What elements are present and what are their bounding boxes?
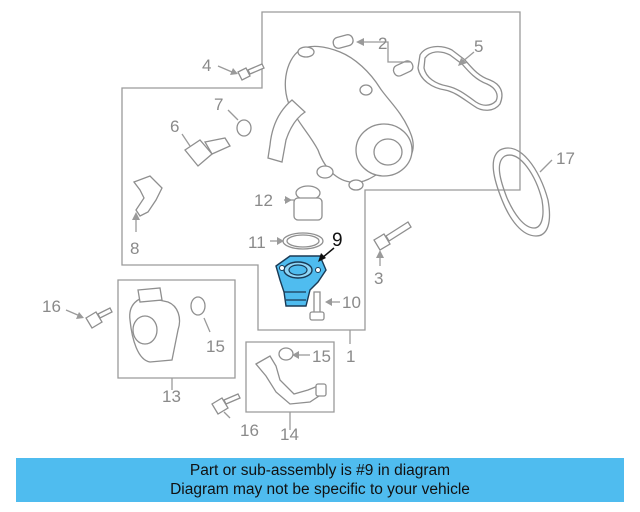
callout-17: 17 xyxy=(556,149,575,168)
part-16-bolt-a xyxy=(65,307,113,329)
part-11-oring xyxy=(270,232,324,250)
part-7-oring xyxy=(227,109,252,137)
part-17-belt xyxy=(492,147,553,237)
part-8-clip xyxy=(132,175,163,232)
callout-16a: 16 xyxy=(42,297,61,316)
info-banner: Part or sub-assembly is #9 in diagram Di… xyxy=(16,458,624,502)
water-pump-housing xyxy=(267,45,414,191)
callout-15b: 15 xyxy=(312,347,331,366)
part-13-housing xyxy=(129,287,181,390)
part-4-bolt xyxy=(217,63,265,81)
part-15-oring-b xyxy=(278,347,310,361)
callout-16b: 16 xyxy=(240,421,259,440)
part-12-thermostat xyxy=(284,185,323,221)
callout-10: 10 xyxy=(342,293,361,312)
callout-2: 2 xyxy=(378,34,387,53)
callout-9-highlighted: 9 xyxy=(332,230,343,251)
callout-12: 12 xyxy=(254,191,273,210)
part-6-sensor xyxy=(181,133,231,167)
banner-line-2: Diagram may not be specific to your vehi… xyxy=(170,481,470,498)
callout-13: 13 xyxy=(162,387,181,406)
callout-5: 5 xyxy=(474,37,483,56)
part-9-coolant-flange-highlighted xyxy=(275,247,335,307)
part-5-gasket xyxy=(417,45,503,111)
callout-7: 7 xyxy=(214,95,223,114)
callout-1: 1 xyxy=(346,347,355,366)
part-14-pipe xyxy=(255,355,327,430)
callout-15a: 15 xyxy=(206,337,225,356)
subassembly-14-outline xyxy=(245,341,335,413)
parts-diagram: 1 2 3 4 5 6 7 8 9 10 11 12 13 14 15 15 1… xyxy=(42,11,575,444)
subassembly-13-outline xyxy=(117,279,236,379)
assembly-outline xyxy=(121,11,521,331)
callout-6: 6 xyxy=(170,117,179,136)
callout-14: 14 xyxy=(280,425,299,444)
part-3-bolt xyxy=(373,221,412,266)
part-2-sleeves xyxy=(332,34,414,77)
part-15-oring-a xyxy=(190,296,211,333)
callout-3: 3 xyxy=(374,269,383,288)
part-10-bolt xyxy=(309,291,340,321)
banner-line-1: Part or sub-assembly is #9 in diagram xyxy=(189,462,451,479)
callout-4: 4 xyxy=(202,56,211,75)
callout-8: 8 xyxy=(130,239,139,258)
part-16-bolt-b xyxy=(211,393,241,419)
callout-11: 11 xyxy=(248,233,266,252)
